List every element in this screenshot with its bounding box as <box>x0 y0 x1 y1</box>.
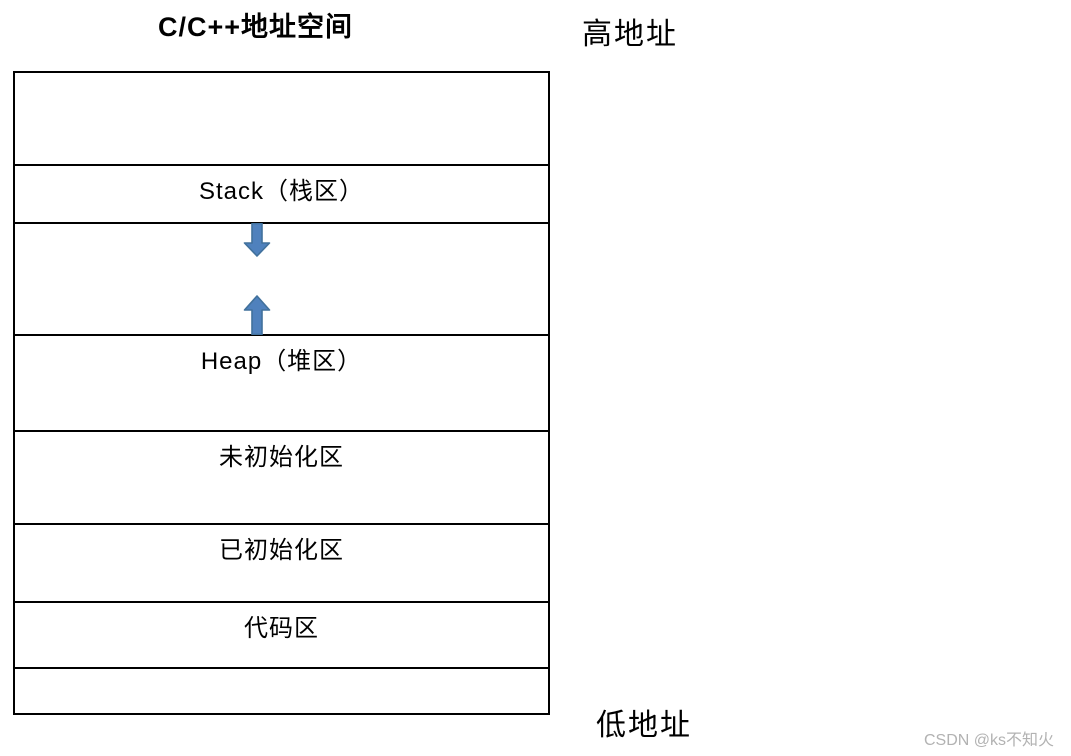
memory-table: Stack（栈区） Heap（堆区） 未初始化区 已初始化区 代码区 <box>13 71 550 715</box>
low-address-label: 低地址 <box>596 709 692 742</box>
row-growth-gap <box>15 223 548 336</box>
csdn-watermark: CSDN @ks不知火 <box>924 732 1055 749</box>
row-heap: Heap（堆区） <box>15 336 548 432</box>
row-code-segment: 代码区 <box>15 603 548 669</box>
row-uninitialized-data: 未初始化区 <box>15 432 548 525</box>
arrow-down-shape <box>243 223 271 257</box>
arrow-down-icon <box>243 223 271 257</box>
row-empty-top <box>15 73 548 166</box>
high-address-label: 高地址 <box>582 18 678 51</box>
row-initialized-data: 已初始化区 <box>15 525 548 603</box>
arrow-up-shape <box>243 295 271 335</box>
row-stack: Stack（栈区） <box>15 166 548 224</box>
row-empty-bottom <box>15 669 548 713</box>
diagram-title: C/C++地址空间 <box>158 12 354 42</box>
arrow-up-icon <box>243 295 271 335</box>
